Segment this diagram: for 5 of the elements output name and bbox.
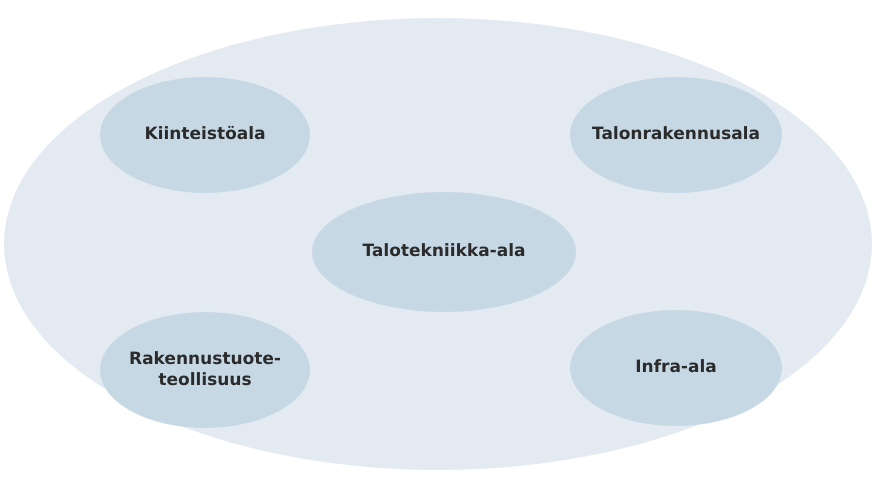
sector-label: Talotekniikka-ala xyxy=(361,241,526,263)
sector-label: Talonrakennusala xyxy=(591,124,761,146)
sector-label: Kiinteistöala xyxy=(143,124,267,146)
sector-label: Infra-ala xyxy=(634,357,718,379)
sector-label: Rakennustuote- teollisuus xyxy=(128,348,282,392)
